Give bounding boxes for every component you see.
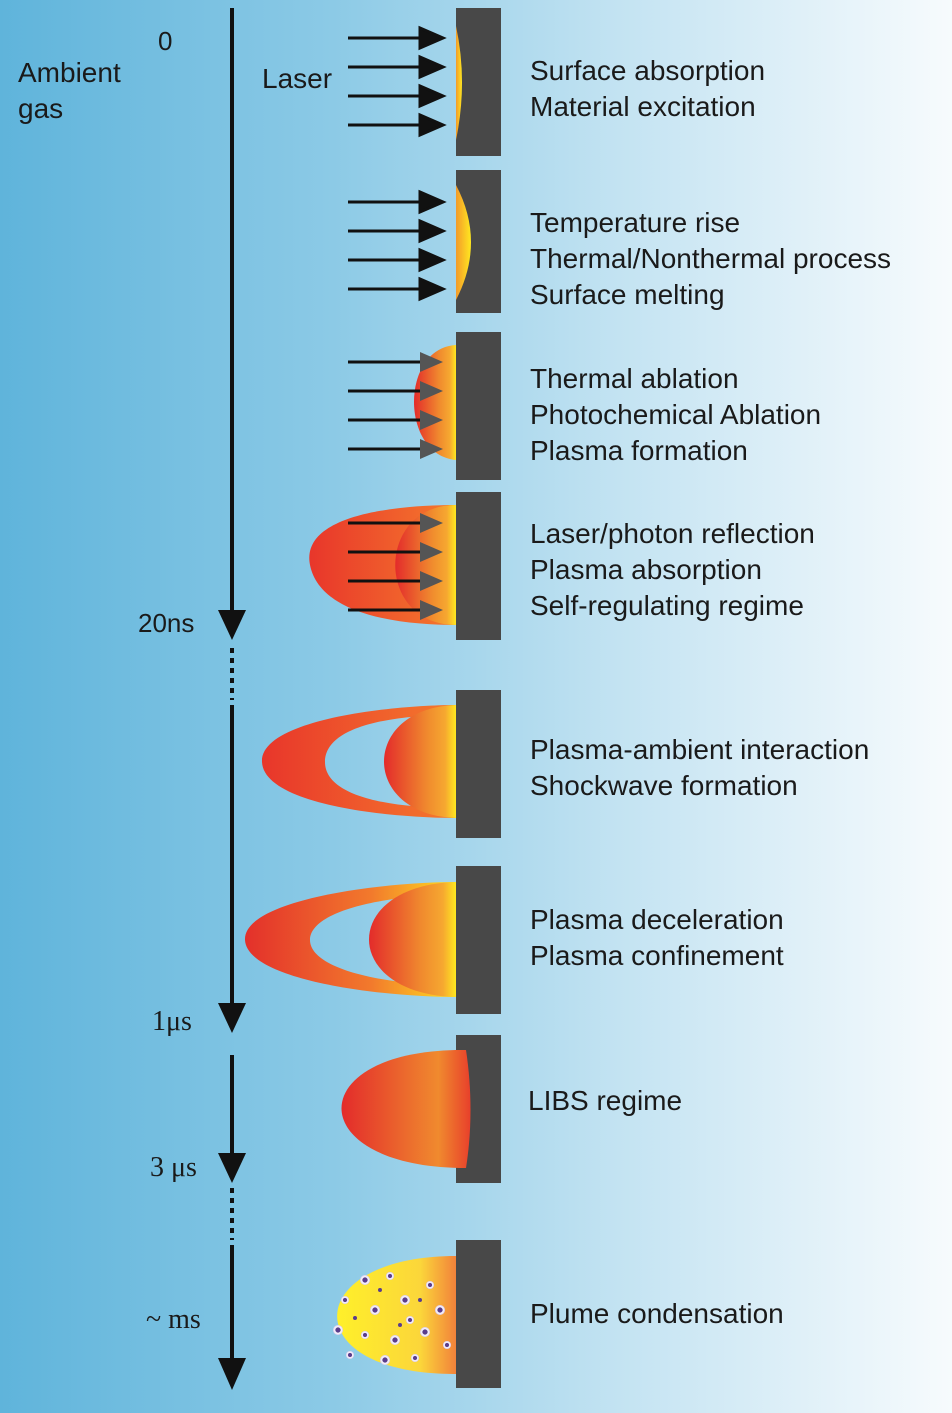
timeline-axis xyxy=(218,8,246,1390)
time-label-20ns: 20ns xyxy=(138,608,194,638)
stage-7-text: LIBS regime xyxy=(528,1085,682,1116)
laser-arrows-2 xyxy=(348,189,447,302)
stage-3-line-3: Plasma formation xyxy=(530,435,748,466)
stage-4-line-1: Laser/photon reflection xyxy=(530,518,815,549)
shockwave-shell-5 xyxy=(261,705,456,818)
plume-8 xyxy=(337,1256,456,1375)
ambient-gas-label-line2: gas xyxy=(18,93,63,124)
time-label-ms: ~ ms xyxy=(146,1304,201,1335)
laser-arrows-3 xyxy=(348,352,443,459)
stage-8-text: Plume condensation xyxy=(530,1298,784,1329)
stage-4-line-3: Self-regulating regime xyxy=(530,590,804,621)
ambient-gas-label-line1: Ambient xyxy=(18,57,121,88)
condensed-particles xyxy=(333,1272,451,1365)
target-block-1 xyxy=(456,8,501,156)
stage-1-line-2: Material excitation xyxy=(530,91,756,122)
stage-7-line-1: LIBS regime xyxy=(528,1085,682,1116)
target-block-3 xyxy=(456,332,501,480)
stage-1-text: Surface absorption Material excitation xyxy=(530,55,765,122)
stage-2-line-2: Thermal/Nonthermal process xyxy=(530,243,891,274)
plasma-core-6 xyxy=(369,882,456,997)
laser-arrows-4 xyxy=(348,513,443,620)
stage-6-text: Plasma deceleration Plasma confinement xyxy=(530,904,784,971)
stage-5-text: Plasma-ambient interaction Shockwave for… xyxy=(530,734,869,801)
stage-4-text: Laser/photon reflection Plasma absorptio… xyxy=(530,518,815,621)
time-label-1us: 1μs xyxy=(152,1006,192,1037)
laser-arrows-1 xyxy=(348,25,447,138)
stage-2-text: Temperature rise Thermal/Nonthermal proc… xyxy=(530,207,891,310)
stage-5-line-2: Shockwave formation xyxy=(530,770,798,801)
stage-3-line-1: Thermal ablation xyxy=(530,363,739,394)
laser-label: Laser xyxy=(262,63,332,94)
time-label-0: 0 xyxy=(158,26,172,56)
plasma-melt-layer-2 xyxy=(456,185,471,300)
plasma-plume-3 xyxy=(414,345,456,460)
shockwave-shell-6 xyxy=(244,882,456,997)
stage-3-text: Thermal ablation Photochemical Ablation … xyxy=(530,363,821,466)
stage-2-line-3: Surface melting xyxy=(530,279,725,310)
target-block-8 xyxy=(456,1240,501,1388)
plasma-libs-7 xyxy=(341,1049,471,1168)
stage-8-line-1: Plume condensation xyxy=(530,1298,784,1329)
stage-5-line-1: Plasma-ambient interaction xyxy=(530,734,869,765)
stage-4-line-2: Plasma absorption xyxy=(530,554,762,585)
stage-6-line-2: Plasma confinement xyxy=(530,940,784,971)
target-block-6 xyxy=(456,866,501,1014)
stage-6-line-1: Plasma deceleration xyxy=(530,904,784,935)
stage-3-line-2: Photochemical Ablation xyxy=(530,399,821,430)
plasma-core-5 xyxy=(384,705,456,818)
target-block-4 xyxy=(456,492,501,640)
plasma-surface-layer-1 xyxy=(456,26,462,140)
target-block-5 xyxy=(456,690,501,838)
plasma-core-4 xyxy=(395,505,456,625)
stage-2-line-1: Temperature rise xyxy=(530,207,740,238)
stage-1-line-1: Surface absorption xyxy=(530,55,765,86)
time-label-3us: 3 μs xyxy=(150,1152,197,1183)
